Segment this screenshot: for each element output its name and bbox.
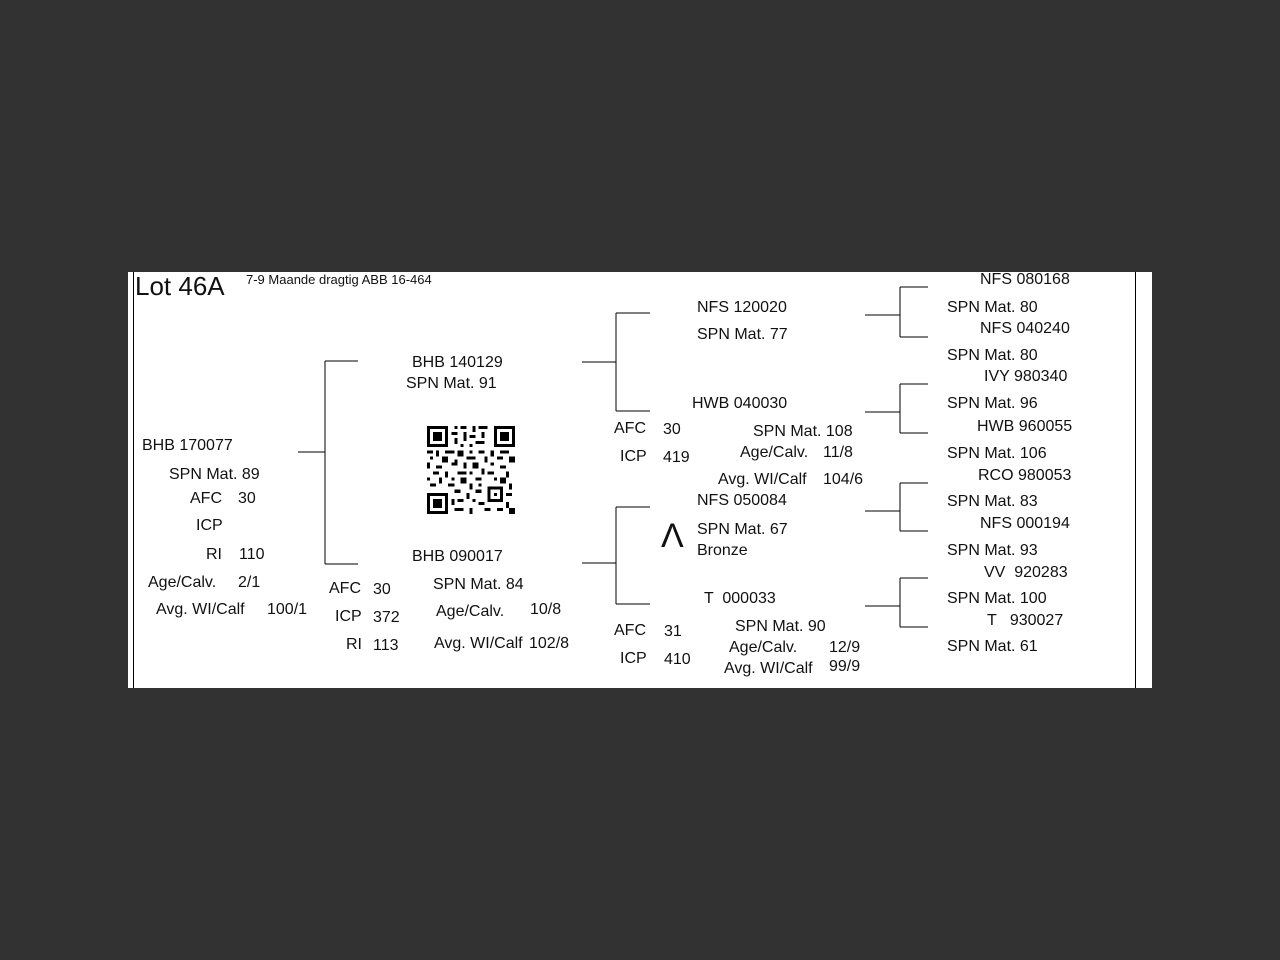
sd-avgwi-label: Avg. WI/Calf <box>718 471 807 488</box>
ggp-4-spn: SPN Mat. 106 <box>947 445 1047 462</box>
sd-agecalv-label: Age/Calv. <box>740 444 809 461</box>
pedigree-card: Lot 46A 7-9 Maande dragtig ABB 16-464 BH… <box>128 272 1152 688</box>
dd-icp-value: 410 <box>664 651 691 668</box>
dam-icp-value: 372 <box>373 609 400 626</box>
ggp-8-id: T 930027 <box>987 612 1064 629</box>
ggp-2-id: NFS 040240 <box>980 320 1070 337</box>
animal-avgwi-value: 100/1 <box>267 601 308 618</box>
animal-id: BHB 170077 <box>142 437 233 454</box>
animal-icp-label: ICP <box>196 517 223 534</box>
dd-agecalv-value: 12/9 <box>829 639 861 656</box>
ggp-3-spn: SPN Mat. 96 <box>947 395 1038 412</box>
sd-spn: SPN Mat. 108 <box>753 423 853 440</box>
sd-id: HWB 040030 <box>692 395 788 412</box>
dam-spn: SPN Mat. 84 <box>433 576 524 593</box>
ss-spn: SPN Mat. 77 <box>697 326 788 343</box>
ggp-8-spn: SPN Mat. 61 <box>947 638 1038 655</box>
sire-id: BHB 140129 <box>412 354 503 371</box>
left-border <box>133 272 134 688</box>
dd-agecalv-label: Age/Calv. <box>729 639 798 656</box>
ggp-5-id: RCO 980053 <box>978 467 1072 484</box>
dd-id: T 000033 <box>704 590 776 607</box>
ggp-1-id: NFS 080168 <box>980 272 1070 288</box>
animal-spn: SPN Mat. 89 <box>169 466 260 483</box>
ggp-7-id: VV 920283 <box>984 564 1068 581</box>
dam-avgwi-label: Avg. WI/Calf <box>434 635 523 652</box>
ds-award: Bronze <box>697 542 748 559</box>
dam-icp-label: ICP <box>335 608 362 625</box>
animal-ri-value: 110 <box>239 546 265 563</box>
lot-subtitle: 7-9 Maande dragtig ABB 16-464 <box>246 272 432 287</box>
ggp-6-spn: SPN Mat. 93 <box>947 542 1038 559</box>
dam-id: BHB 090017 <box>412 548 503 565</box>
lot-title: Lot 46A <box>135 272 225 301</box>
animal-afc-label: AFC <box>190 490 222 507</box>
breeding-mark: Λ <box>661 517 684 555</box>
animal-ri-label: RI <box>206 546 222 563</box>
right-border <box>1135 272 1136 688</box>
qr-code-image <box>427 426 515 514</box>
dam-afc-label: AFC <box>329 580 361 597</box>
ggp-2-spn: SPN Mat. 80 <box>947 347 1038 364</box>
dam-avgwi-value: 102/8 <box>529 635 570 652</box>
dam-agecalv-value: 10/8 <box>530 601 562 618</box>
ds-id: NFS 050084 <box>697 492 787 509</box>
sd-icp-label: ICP <box>620 448 647 465</box>
ggp-3-id: IVY 980340 <box>984 368 1068 385</box>
animal-afc-value: 30 <box>238 490 256 507</box>
sd-afc-label: AFC <box>614 420 646 437</box>
ggp-4-id: HWB 960055 <box>977 418 1073 435</box>
ggp-5-spn: SPN Mat. 83 <box>947 493 1038 510</box>
animal-agecalv-value: 2/1 <box>238 574 261 591</box>
sd-icp-value: 419 <box>663 449 690 466</box>
dd-avgwi-label: Avg. WI/Calf <box>724 660 813 677</box>
sd-afc-value: 30 <box>663 421 681 438</box>
dd-avgwi-value: 99/9 <box>829 658 861 675</box>
dam-afc-value: 30 <box>373 581 391 598</box>
ds-spn: SPN Mat. 67 <box>697 521 788 538</box>
dd-spn: SPN Mat. 90 <box>735 618 826 635</box>
dam-agecalv-label: Age/Calv. <box>436 603 505 620</box>
ss-id: NFS 120020 <box>697 299 787 316</box>
animal-avgwi-label: Avg. WI/Calf <box>156 601 245 618</box>
dd-afc-value: 31 <box>664 623 682 640</box>
dam-ri-value: 113 <box>373 637 399 654</box>
ggp-7-spn: SPN Mat. 100 <box>947 590 1047 607</box>
ggp-1-spn: SPN Mat. 80 <box>947 299 1038 316</box>
sire-spn: SPN Mat. 91 <box>406 375 497 392</box>
sd-avgwi-value: 104/6 <box>823 471 864 488</box>
animal-agecalv-label: Age/Calv. <box>148 574 217 591</box>
dam-ri-label: RI <box>346 636 362 653</box>
dd-afc-label: AFC <box>614 622 646 639</box>
ggp-6-id: NFS 000194 <box>980 515 1070 532</box>
dd-icp-label: ICP <box>620 650 647 667</box>
sd-agecalv-value: 11/8 <box>823 444 853 461</box>
pedigree-connectors <box>298 286 928 628</box>
